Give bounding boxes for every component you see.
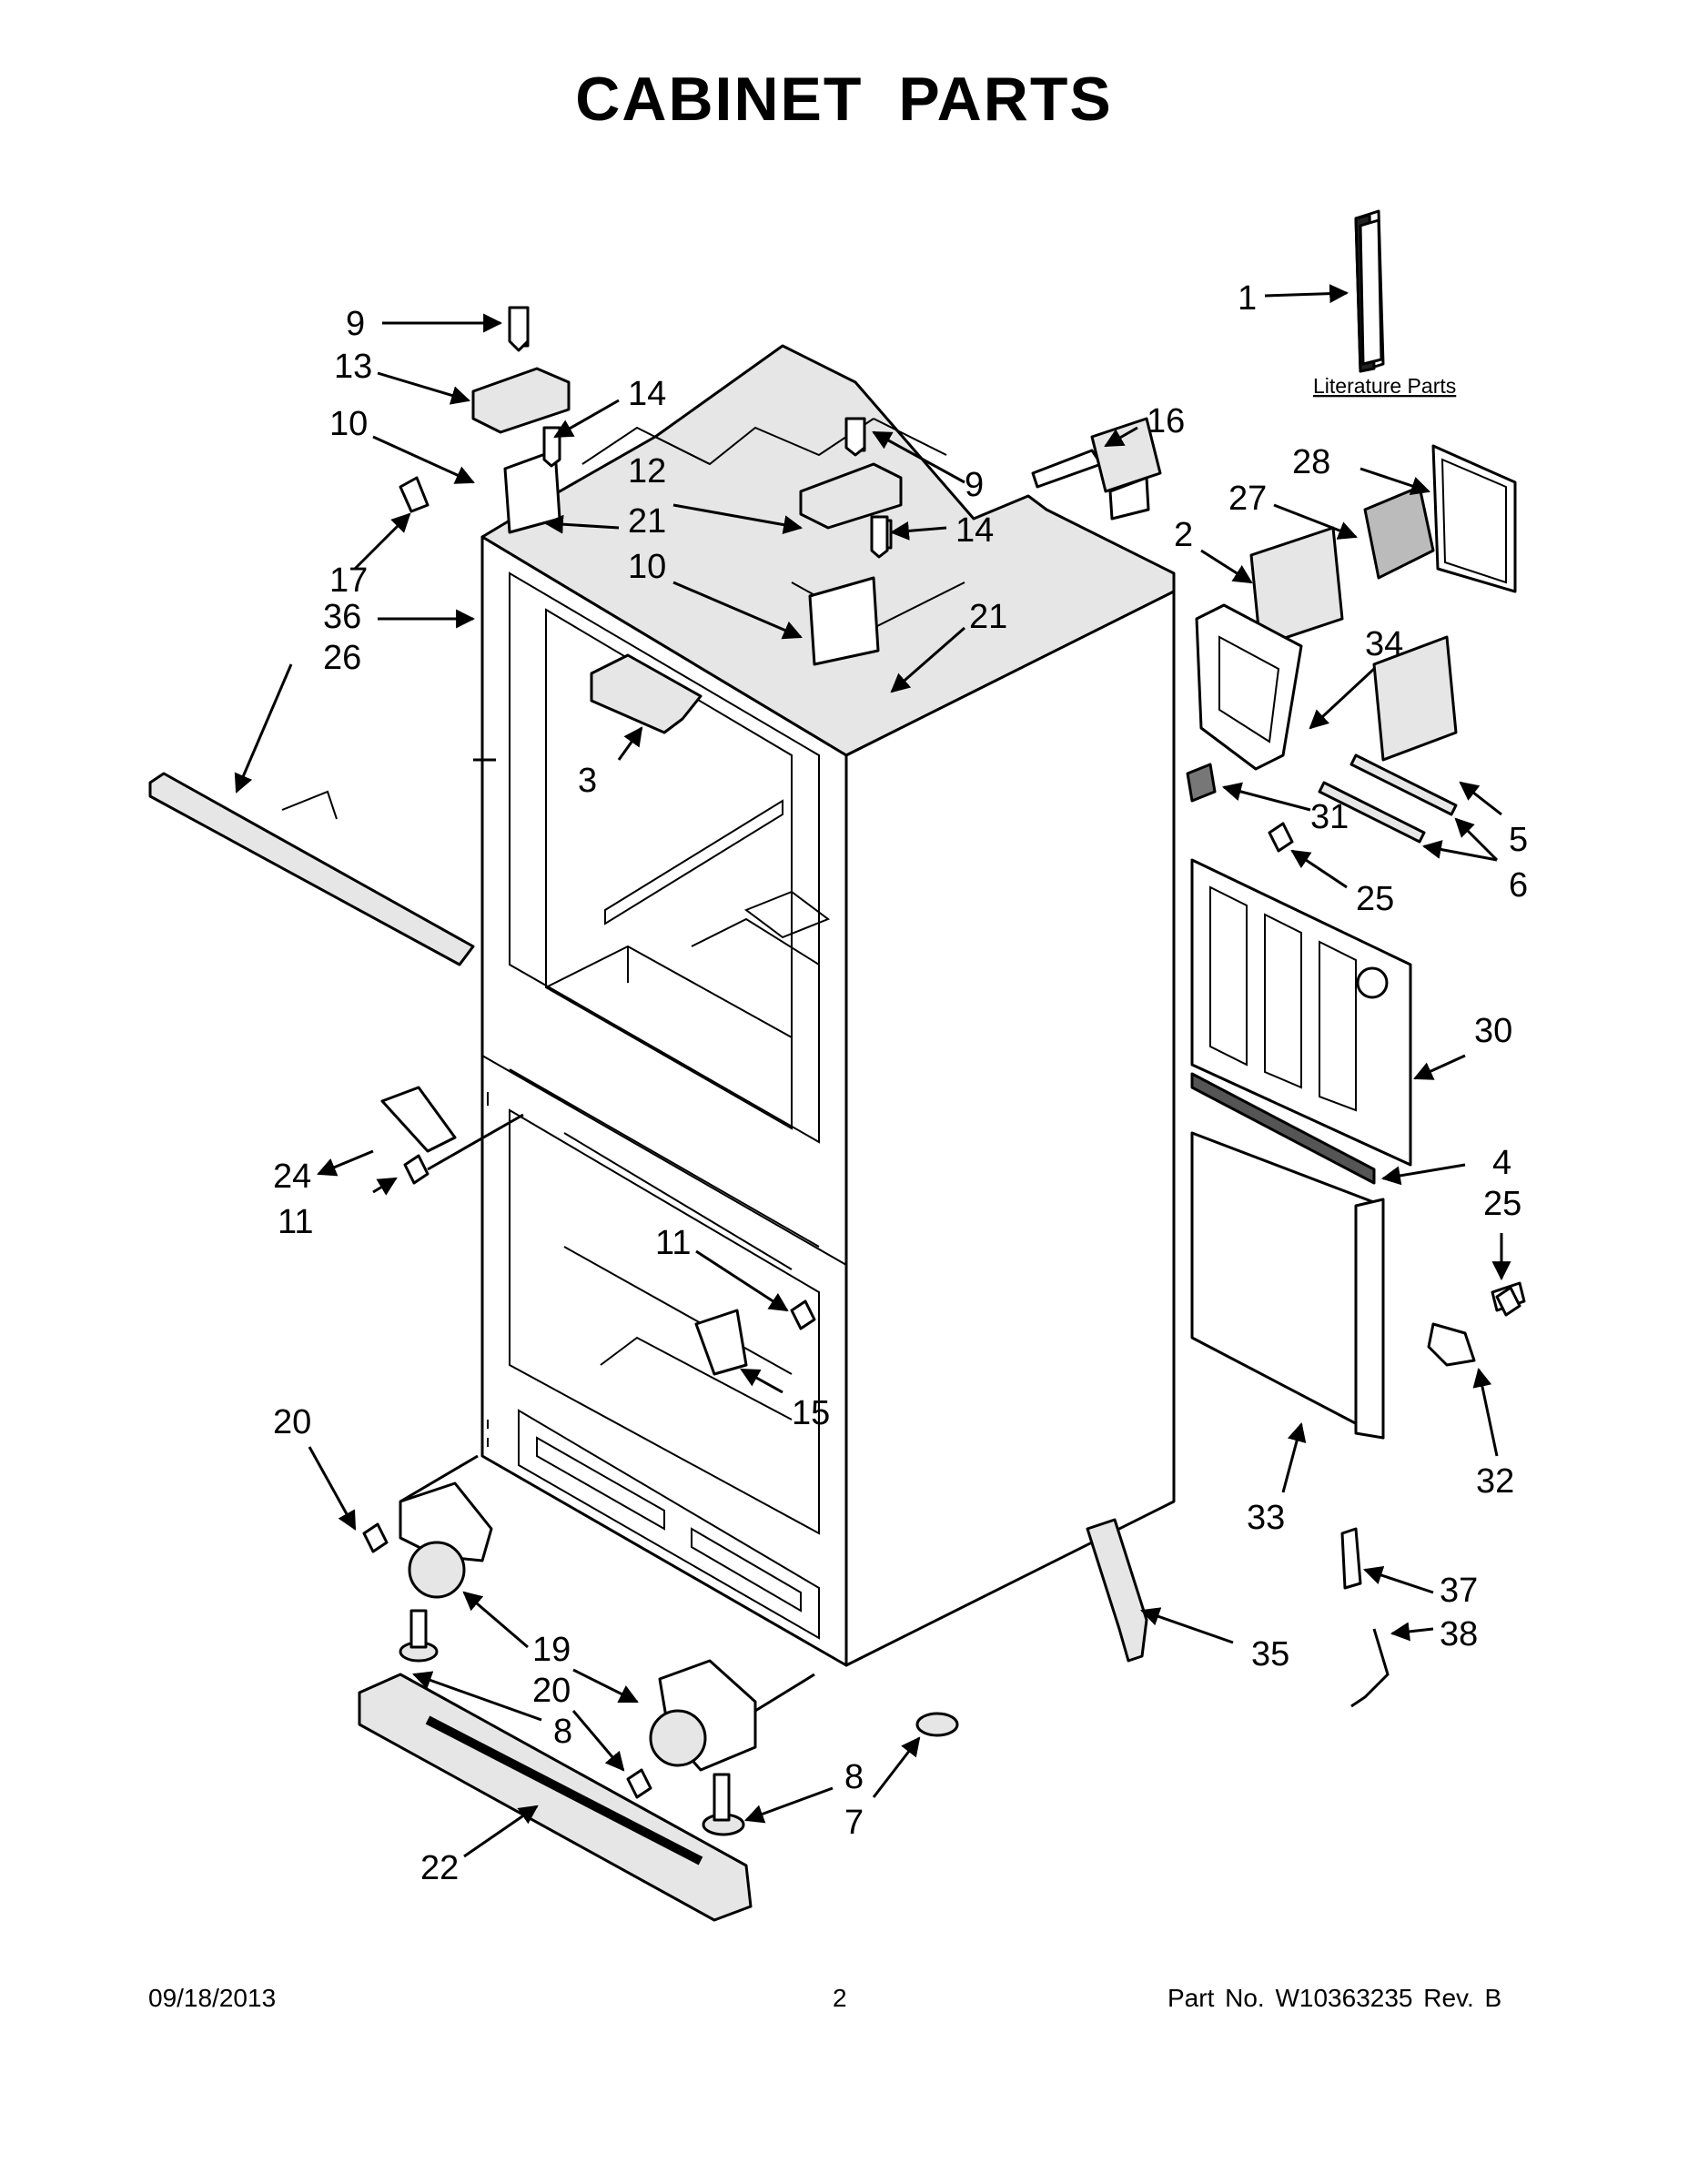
callout-34: 34 <box>1365 625 1403 663</box>
clip-31 <box>1186 763 1217 803</box>
callout-2: 2 <box>1174 516 1193 554</box>
callout-30: 30 <box>1474 1012 1512 1050</box>
rear-grille-30 <box>1190 858 1412 1167</box>
callout-37: 37 <box>1440 1572 1478 1610</box>
callout-1: 1 <box>1238 279 1257 318</box>
board-cover-27 <box>1363 485 1435 580</box>
plug-7 <box>915 1712 959 1737</box>
callout-3: 3 <box>578 762 597 800</box>
water-inlet <box>1031 417 1162 521</box>
callout-10-mid: 10 <box>628 548 666 586</box>
callout-11-left: 11 <box>278 1203 313 1241</box>
literature-parts-label: Literature Parts <box>1313 374 1456 398</box>
callout-13: 13 <box>334 348 372 386</box>
callout-31: 31 <box>1310 798 1349 836</box>
thermistor-38 <box>1350 1628 1390 1708</box>
callout-4: 4 <box>1492 1144 1511 1182</box>
callout-10-top: 10 <box>329 405 368 443</box>
callout-28: 28 <box>1292 443 1330 481</box>
callout-12: 12 <box>628 452 666 490</box>
callout-22: 22 <box>420 1849 459 1887</box>
footer-part-number: Part No. W10363235 Rev. B <box>1167 1984 1502 2012</box>
leader-lines <box>234 284 1511 1858</box>
callout-25-upper: 25 <box>1356 880 1394 918</box>
toe-grille-22 <box>358 1673 753 1922</box>
gasket-4 <box>1190 1072 1376 1185</box>
callout-11-mid: 11 <box>655 1224 691 1262</box>
callout-labels: 9 13 14 10 12 16 9 21 14 17 10 36 26 21 … <box>273 279 1528 1887</box>
callout-36: 36 <box>323 598 361 636</box>
callout-6: 6 <box>1509 866 1528 905</box>
front-rail <box>148 476 475 966</box>
roller-left-19 <box>399 1481 493 1599</box>
footer-page-number: 2 <box>833 1984 847 2012</box>
screws <box>362 306 1521 1799</box>
callout-20-left: 20 <box>273 1403 311 1441</box>
access-panel-33 <box>1190 1131 1385 1440</box>
control-board-5 <box>1372 635 1458 762</box>
cover-28 <box>1431 444 1517 593</box>
callout-17: 17 <box>329 561 368 600</box>
bracket-15 <box>694 1309 748 1376</box>
callout-33: 33 <box>1247 1499 1285 1537</box>
callout-14-right: 14 <box>955 511 994 550</box>
callout-7: 7 <box>844 1804 864 1842</box>
strips-6 <box>1318 753 1458 844</box>
top-hinge-left <box>471 317 571 534</box>
bracket-24 <box>380 1086 457 1153</box>
callout-19: 19 <box>532 1631 571 1669</box>
callout-20-right: 20 <box>532 1672 571 1710</box>
callout-16: 16 <box>1147 402 1185 440</box>
callout-26: 26 <box>323 639 361 677</box>
literature-parts-book <box>1354 209 1385 373</box>
leveler-left-8 <box>399 1609 439 1663</box>
callout-35: 35 <box>1251 1635 1289 1673</box>
leveler-right-8 <box>702 1773 745 1836</box>
callout-38: 38 <box>1440 1615 1478 1653</box>
callout-27: 27 <box>1228 480 1267 518</box>
callout-14-left: 14 <box>628 375 666 413</box>
callout-5: 5 <box>1509 821 1528 859</box>
sensor-37 <box>1340 1527 1362 1590</box>
footer-date: 09/18/2013 <box>148 1984 277 2012</box>
callout-8-left: 8 <box>553 1713 572 1751</box>
housing-34 <box>1195 603 1303 771</box>
top-hinge-center <box>799 421 903 666</box>
control-board-2 <box>1249 526 1344 648</box>
callout-21-left: 21 <box>628 502 666 541</box>
roller-right-19 <box>649 1659 757 1772</box>
callout-32: 32 <box>1476 1462 1514 1501</box>
page-title: CABINET PARTS <box>575 65 1113 134</box>
center-bracket <box>590 653 702 734</box>
harness-35 <box>1086 1518 1148 1663</box>
callout-15: 15 <box>792 1394 830 1432</box>
callout-8-right: 8 <box>844 1758 864 1796</box>
callout-9-right: 9 <box>965 466 984 504</box>
callout-24: 24 <box>273 1158 311 1196</box>
callout-25-lower: 25 <box>1483 1185 1521 1223</box>
refrigerator-cabinet <box>480 344 1176 1667</box>
callout-9-top: 9 <box>346 305 365 343</box>
callout-21-right: 21 <box>969 598 1007 636</box>
